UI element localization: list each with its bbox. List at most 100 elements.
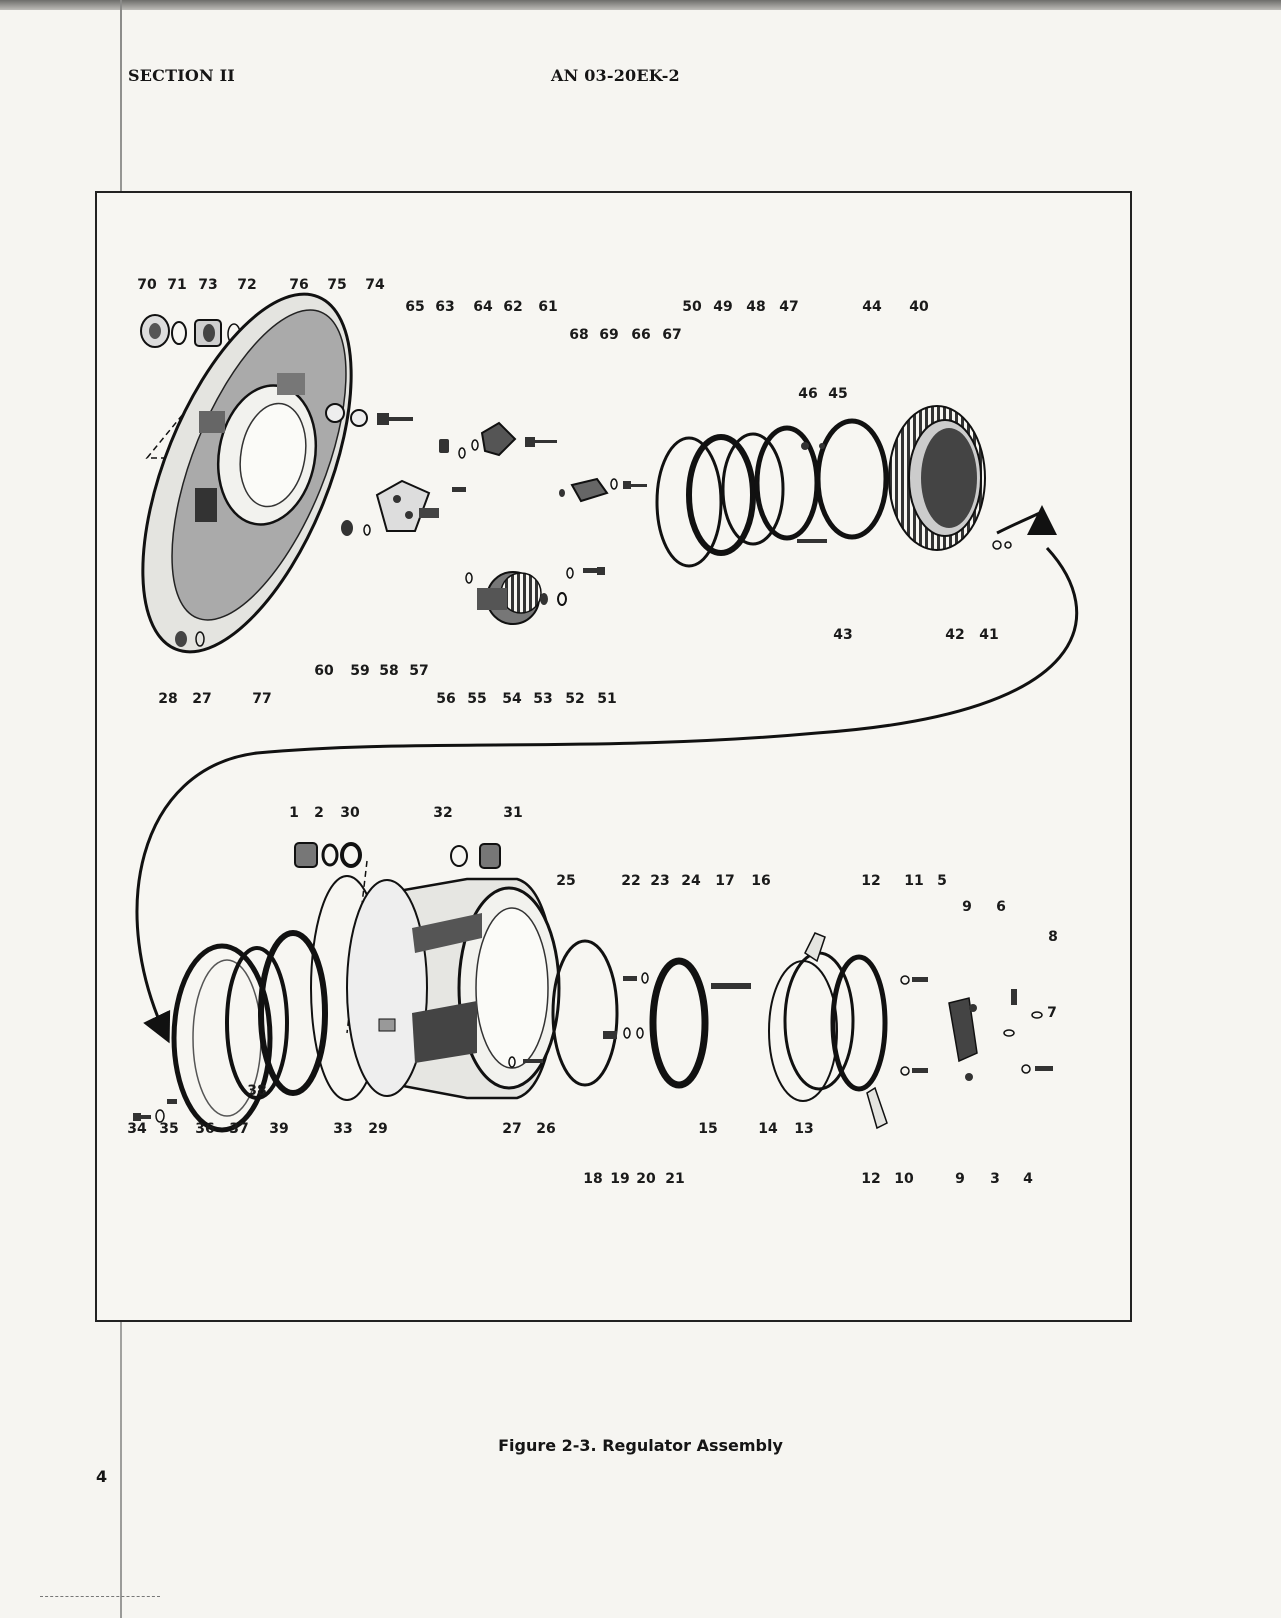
part-36-screw: [167, 1099, 177, 1104]
lower-callout-39: 39: [269, 1121, 288, 1137]
part-73-plug: [194, 319, 222, 347]
upper-callout-43: 43: [833, 627, 852, 643]
upper-callout-28: 28: [158, 691, 177, 707]
part-9-washer: [969, 1004, 977, 1012]
upper-callout-69: 69: [599, 327, 618, 343]
lower-callout-12: 12: [861, 1171, 880, 1187]
part-49-ring: [686, 434, 756, 556]
upper-callout-50: 50: [682, 299, 702, 315]
part-62-block: [480, 421, 517, 457]
upper-callout-40: 40: [909, 299, 929, 315]
part-12-screw: [900, 1066, 928, 1076]
part-61-screw: [525, 437, 557, 447]
lower-callout-1: 1: [289, 805, 299, 821]
upper-callout-61: 61: [538, 299, 557, 315]
part-55-gear-assembly: [477, 571, 542, 625]
part-32-oring: [450, 845, 468, 867]
upper-callout-51: 51: [597, 691, 616, 707]
part-53-nut: [557, 592, 567, 606]
part-76-washer: [325, 403, 345, 423]
part-1-fitting: [294, 842, 318, 868]
part-31-fitting: [479, 843, 501, 869]
lower-callout-22: 22: [621, 873, 640, 889]
upper-callout-54: 54: [502, 691, 522, 707]
upper-callout-56: 56: [436, 691, 455, 707]
figure-caption: Figure 2-3. Regulator Assembly: [498, 1436, 783, 1455]
upper-callout-62: 62: [503, 299, 522, 315]
lower-callout-21: 21: [665, 1171, 684, 1187]
part-46-nut: [801, 442, 809, 450]
lower-callout-38: 38: [247, 1083, 266, 1099]
upper-callout-48: 48: [746, 299, 765, 315]
part-15-tab: [804, 932, 826, 963]
part-59-washer: [363, 524, 371, 536]
upper-callout-59: 59: [350, 663, 369, 679]
part-35-washer: [155, 1109, 165, 1123]
part-67-screw: [623, 481, 647, 489]
upper-callout-66: 66: [631, 327, 650, 343]
upper-callout-67: 67: [662, 327, 681, 343]
part-77-housing-plate: [141, 292, 353, 654]
upper-callout-63: 63: [435, 299, 454, 315]
part-11-screw: [900, 975, 928, 985]
part-44-ring: [815, 418, 889, 540]
part-51-screw: [583, 567, 605, 575]
part-5-bracket: [948, 997, 978, 1063]
part-18-spring: [603, 1031, 617, 1039]
part-28-nut: [175, 631, 187, 647]
lower-callout-14: 14: [758, 1121, 778, 1137]
lower-callout-27: 27: [502, 1121, 521, 1137]
lower-callout-16: 16: [751, 873, 770, 889]
part-38-ring: [225, 946, 289, 1100]
part-23-washer: [641, 972, 649, 984]
lower-callout-17: 17: [715, 873, 734, 889]
part-50-gasket: [655, 436, 723, 568]
upper-callout-52: 52: [565, 691, 584, 707]
lower-callout-10: 10: [894, 1171, 914, 1187]
upper-callout-68: 68: [569, 327, 588, 343]
lower-callout-20: 20: [636, 1171, 656, 1187]
bottom-rule: [40, 1596, 160, 1598]
scan-top-band: [0, 0, 1281, 10]
part-43-pin: [797, 539, 827, 543]
upper-callout-77: 77: [252, 691, 271, 707]
upper-callout-53: 53: [533, 691, 552, 707]
lower-callout-3: 3: [990, 1171, 1000, 1187]
part-7-washer: [1003, 1029, 1015, 1037]
upper-callout-47: 47: [779, 299, 798, 315]
part-71-oring: [171, 321, 187, 345]
part-9b-washer: [965, 1073, 973, 1081]
lower-callout-35: 35: [159, 1121, 178, 1137]
part-41-washer: [1004, 541, 1012, 549]
lower-callout-24: 24: [681, 873, 701, 889]
upper-callout-42: 42: [945, 627, 964, 643]
assembly-arrow: [135, 546, 1079, 1044]
document-number: AN 03-20EK-2: [551, 66, 680, 85]
upper-callout-65: 65: [405, 299, 424, 315]
lower-callout-19: 19: [610, 1171, 629, 1187]
part-4-screw: [1035, 1066, 1053, 1071]
part-14-tab: [866, 1086, 888, 1130]
part-2-washer: [321, 843, 339, 867]
upper-callout-58: 58: [379, 663, 398, 679]
part-40-ring-gear: [888, 405, 986, 551]
part-36-plate: [171, 943, 273, 1133]
lower-callout-34: 34: [127, 1121, 147, 1137]
lower-callout-18: 18: [583, 1171, 602, 1187]
lower-callout-29: 29: [368, 1121, 387, 1137]
part-27-lower-washer: [508, 1056, 516, 1068]
lower-callout-2: 2: [314, 805, 324, 821]
part-30-oring: [340, 842, 362, 868]
lower-callout-32: 32: [433, 805, 452, 821]
upper-callout-49: 49: [713, 299, 732, 315]
upper-callout-74: 74: [365, 277, 385, 293]
part-58-valve: [375, 479, 439, 532]
lower-callout-23: 23: [650, 873, 669, 889]
part-52-washer: [566, 567, 574, 579]
part-22-screw: [623, 976, 637, 981]
page-number: 4: [96, 1467, 108, 1486]
part-54-washer: [540, 593, 548, 605]
lower-callout-11: 11: [904, 873, 923, 889]
